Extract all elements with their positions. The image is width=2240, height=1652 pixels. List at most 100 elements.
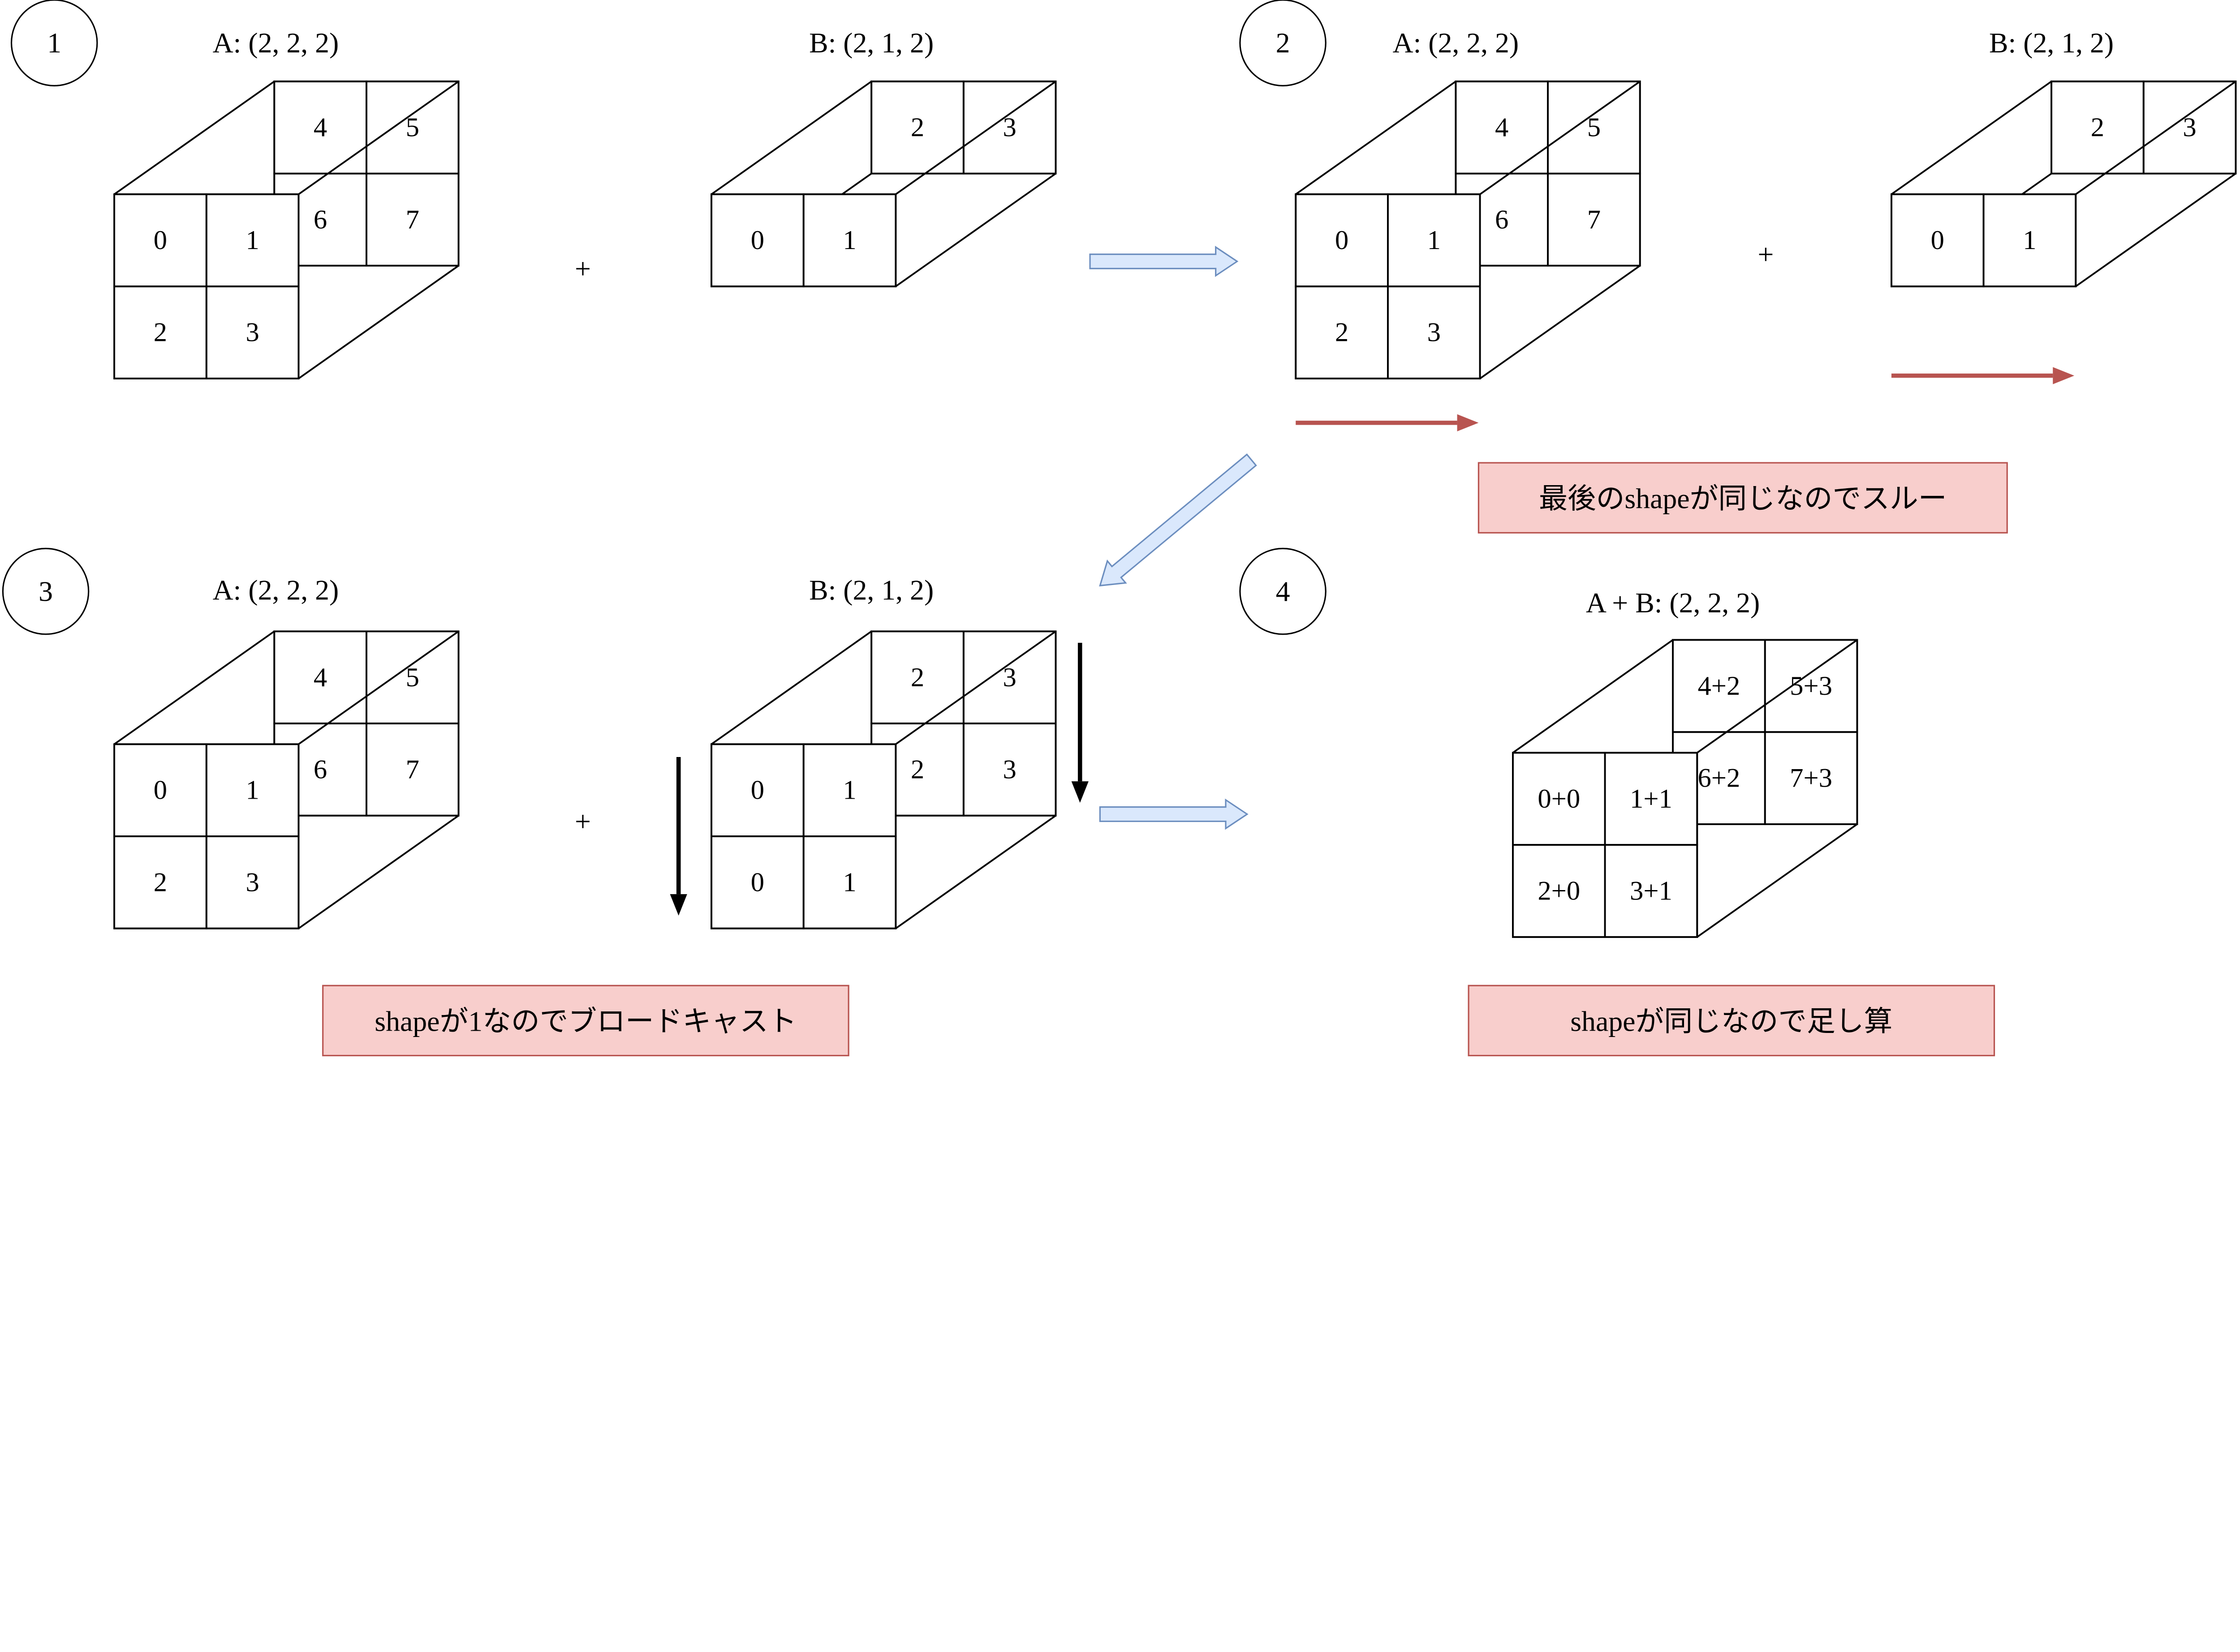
tensor-a-back-cell-value: 4: [314, 663, 327, 693]
tensor-b-edge: [1891, 81, 2052, 195]
tensor-b-broadcast-back-cell-value: 2: [911, 663, 924, 693]
tensor-a-back-cell-value: 7: [406, 754, 419, 784]
tensor-a-front-cell-value: 3: [246, 318, 259, 348]
tensor-b-edge: [895, 172, 1056, 287]
tensor-a-edge: [114, 81, 275, 195]
note-text: shapeが同じなので足し算: [1570, 1005, 1892, 1037]
tensor-a-front-cell: [205, 835, 300, 929]
result-tensor-front-cell-value: 1+1: [1630, 784, 1672, 814]
tensor-b-broadcast-front-cell-value: 0: [751, 867, 764, 897]
result-tensor-edge: [1697, 823, 1858, 938]
step-number: 2: [1276, 27, 1290, 59]
tensor-a-front-cell-value: 1: [246, 225, 259, 255]
tensor-b-broadcast-front-cell-value: 0: [751, 775, 764, 805]
tensor-b-front-cell-value: 1: [843, 225, 856, 255]
tensor-a-back-cell: [1547, 172, 1641, 267]
result-label: A + B: (2, 2, 2): [1586, 587, 1760, 619]
tensor-b-front-cell-value: 0: [1931, 225, 1944, 255]
result-tensor-back-cell-value: 7+3: [1790, 763, 1832, 793]
tensor-b-broadcast-edge: [895, 630, 1056, 745]
tensor-a-edge: [298, 815, 459, 929]
note-box: [1478, 462, 2008, 534]
tensor-b-front-cell-value: 1: [2023, 225, 2036, 255]
tensor-a-front-cell-value: 2: [154, 867, 167, 897]
tensor-a-front-cell: [205, 285, 300, 379]
step-number: 1: [47, 27, 61, 59]
tensor-b-broadcast-back-cell-value: 2: [911, 754, 924, 784]
step-number: 4: [1276, 576, 1290, 607]
tensor-b-front-cell-value: 0: [751, 225, 764, 255]
tensor-a-back-cell-value: 4: [314, 112, 327, 142]
tensor-b-front-cell: [1982, 193, 2077, 288]
last-axis-arrow-b-head: [2053, 367, 2075, 384]
tensor-b-label: B: (2, 1, 2): [809, 27, 934, 59]
tensor-a-front-cell-value: 1: [1427, 225, 1441, 255]
result-tensor-front-cell: [1604, 844, 1698, 938]
tensor-b-back-cell-value: 2: [2091, 112, 2104, 142]
tensor-a-edge: [114, 630, 275, 745]
tensor-a-edge: [1295, 81, 1456, 195]
tensor-a-back-cell-value: 6: [314, 205, 327, 235]
tensor-a-front-cell-value: 0: [154, 775, 167, 805]
plus-sign: +: [1758, 238, 1774, 270]
tensor-b-broadcast-front-cell: [802, 835, 897, 929]
tensor-a-edge: [1479, 265, 1641, 379]
tensor-b-back-cell: [2142, 80, 2237, 175]
tensor-a-edge: [298, 265, 459, 379]
result-tensor-front-cell-value: 2+0: [1538, 876, 1580, 906]
tensor-b-label: B: (2, 1, 2): [1989, 27, 2114, 59]
result-tensor-back-cell-value: 5+3: [1790, 671, 1832, 701]
note-text: shapeが1なのでブロードキャスト: [375, 1005, 797, 1037]
tensor-a-label: A: (2, 2, 2): [213, 27, 339, 59]
result-tensor-back-cell-value: 6+2: [1698, 763, 1740, 793]
tensor-a-front-cell-value: 2: [154, 318, 167, 348]
tensor-a-back-cell-value: 7: [1587, 205, 1601, 235]
tensor-b-front-cell: [802, 193, 897, 288]
result-tensor-back-cell: [1764, 731, 1858, 825]
last-axis-arrow-a-head: [1457, 414, 1479, 432]
flow-arrow-3-to-4: [1099, 798, 1249, 830]
tensor-a-front-cell-value: 1: [246, 775, 259, 805]
tensor-b-broadcast-back-cell-value: 3: [1003, 754, 1017, 784]
step-number: 3: [39, 576, 53, 607]
tensor-a-back-cell: [366, 723, 460, 817]
tensor-a-back-cell-value: 7: [406, 205, 419, 235]
tensor-a-front-cell-value: 3: [1427, 318, 1441, 348]
note-box: [1468, 985, 1995, 1057]
plus-sign: +: [575, 253, 591, 284]
tensor-a-front-cell-value: 0: [154, 225, 167, 255]
tensor-a-back-cell-value: 4: [1495, 112, 1508, 142]
tensor-b-edge: [711, 81, 872, 195]
step-number-circle: [1239, 0, 1327, 86]
result-tensor-edge: [1697, 639, 1858, 754]
flow-arrow-2-to-3: [1099, 453, 1257, 587]
tensor-a-label: A: (2, 2, 2): [1393, 27, 1519, 59]
tensor-b-back-cell: [962, 80, 1057, 175]
result-tensor-back-cell-value: 4+2: [1698, 671, 1740, 701]
tensor-a-label: A: (2, 2, 2): [213, 574, 339, 606]
flow-arrow-1-to-2: [1089, 245, 1239, 277]
result-tensor-front-cell-value: 0+0: [1538, 784, 1580, 814]
note-text: 最後のshapeが同じなのでスルー: [1539, 482, 1947, 514]
tensor-a-edge: [298, 81, 459, 195]
tensor-b-edge: [2075, 81, 2236, 195]
result-tensor-front-cell-value: 3+1: [1630, 876, 1672, 906]
tensor-b-edge: [895, 81, 1056, 195]
tensor-b-broadcast-edge: [711, 630, 872, 745]
tensor-b-broadcast-front-cell-value: 1: [843, 775, 856, 805]
result-tensor-edge: [1512, 639, 1674, 754]
tensor-b-edge: [2075, 172, 2236, 287]
tensor-a-front-cell: [1387, 285, 1481, 379]
step-number-circle: [2, 547, 90, 635]
tensor-b-back-cell-value: 2: [911, 112, 924, 142]
broadcast-arrow-front-head: [670, 894, 687, 916]
step-number-circle: [10, 0, 98, 86]
tensor-a-back-cell: [366, 172, 460, 267]
tensor-a-back-cell-value: 6: [1495, 205, 1508, 235]
tensor-b-label: B: (2, 1, 2): [809, 574, 934, 606]
tensor-a-front-cell-value: 3: [246, 867, 259, 897]
tensor-a-front-cell-value: 2: [1335, 318, 1348, 348]
step-number-circle: [1239, 547, 1327, 635]
tensor-b-broadcast-front-cell-value: 1: [843, 867, 856, 897]
broadcast-arrow-back-head: [1071, 781, 1089, 803]
